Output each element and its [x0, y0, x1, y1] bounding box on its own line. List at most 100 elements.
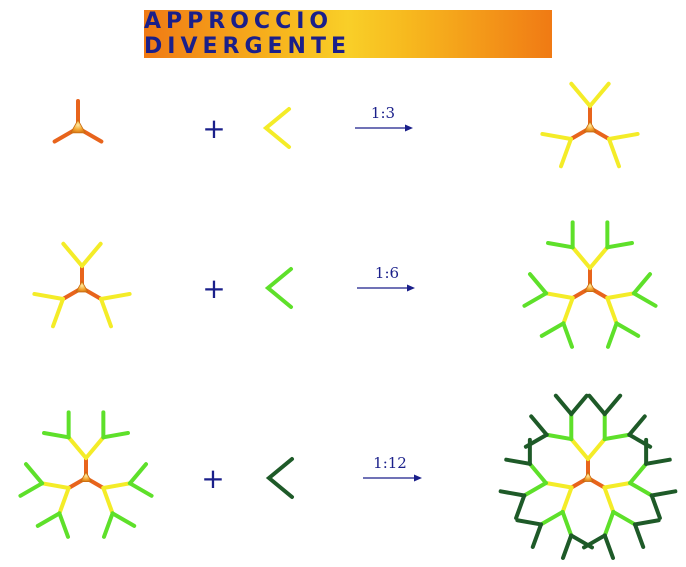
branch-segment	[561, 296, 575, 326]
branch-segment	[539, 509, 565, 527]
branch-segment	[628, 480, 654, 498]
branch-segment	[588, 245, 610, 270]
branch-segment	[632, 522, 646, 549]
branch-segment	[522, 291, 549, 308]
branch-segment	[632, 518, 661, 527]
page-title: APPROCCIO DIVERGENTE	[144, 9, 351, 59]
branch-segment	[504, 457, 532, 466]
branch-segment	[605, 296, 619, 326]
reactant-dendrimer	[18, 410, 154, 539]
branch-segment	[602, 485, 616, 514]
branch-segment	[32, 291, 65, 301]
branch-segment	[101, 430, 130, 440]
branch-segment	[606, 321, 619, 349]
branch-segment	[644, 457, 672, 466]
branch-segment	[40, 481, 71, 490]
branch-segment	[18, 481, 45, 498]
branch-segment	[607, 137, 621, 169]
branch-segment	[560, 485, 574, 514]
branch-segment	[602, 533, 616, 560]
core-triangle	[75, 280, 89, 293]
reactant-dendrimer	[52, 99, 104, 144]
branch-segment	[35, 511, 62, 528]
monomer-wedge	[265, 457, 294, 499]
branch-segment	[546, 240, 575, 250]
branch-segment	[522, 480, 548, 498]
branch-segment	[587, 393, 607, 417]
product-dendrimer	[540, 81, 640, 169]
branch-segment	[529, 414, 549, 437]
reaction-step: + 1:12	[18, 393, 678, 560]
branch-segment	[544, 432, 574, 442]
plus-sign: +	[202, 112, 225, 145]
branch-segment	[602, 509, 616, 538]
branch-segment	[569, 533, 594, 550]
branch-segment	[586, 437, 607, 461]
branch-segment	[127, 462, 148, 486]
branch-segment	[51, 297, 65, 329]
branch-segment	[631, 272, 652, 296]
branch-segment	[588, 81, 611, 108]
monomer-wedge	[262, 107, 291, 149]
core-triangle	[583, 281, 597, 293]
branch-segment	[649, 489, 678, 498]
branch-segment	[605, 291, 636, 300]
branch-segment	[102, 511, 115, 539]
branch-segment	[627, 414, 647, 437]
branch-segment	[569, 393, 589, 417]
branch-segment	[607, 131, 640, 141]
branch-segment	[611, 509, 637, 527]
title-banner: APPROCCIO DIVERGENTE	[144, 9, 552, 59]
plus-sign: +	[202, 272, 225, 305]
core-triangle	[583, 120, 597, 133]
branch-segment	[561, 321, 574, 349]
reaction-arrow-head	[414, 474, 422, 482]
reaction-step: + 1:6	[32, 220, 658, 349]
branch-segment	[569, 437, 590, 461]
reactant-dendrimer	[32, 241, 132, 329]
branch-segment	[560, 509, 574, 538]
branch-segment	[99, 297, 113, 329]
product-dendrimer	[498, 393, 678, 560]
branch-segment	[649, 493, 662, 521]
branch-segment	[544, 291, 575, 300]
branch-segment	[614, 321, 641, 338]
branch-segment	[515, 518, 544, 527]
branch-segment	[514, 493, 527, 521]
ratio-label: 1:3	[371, 104, 395, 122]
branch-segment	[602, 432, 632, 442]
branch-segment	[57, 511, 70, 539]
branch-segment	[101, 486, 115, 516]
branch-segment	[539, 321, 566, 338]
wedge-stroke	[264, 267, 293, 309]
wedge-stroke	[262, 107, 291, 149]
reaction-arrow-head	[407, 284, 415, 292]
product-dendrimer	[522, 220, 658, 349]
branch-segment	[602, 393, 623, 417]
branch-segment	[66, 435, 88, 460]
branch-segment	[84, 435, 106, 460]
branch-segment	[80, 241, 103, 268]
plus-sign: +	[201, 462, 224, 495]
branch-segment	[628, 461, 649, 485]
branch-segment	[559, 137, 573, 169]
wedge-stroke	[265, 457, 294, 499]
branch-segment	[24, 462, 45, 486]
branch-segment	[527, 461, 548, 485]
branch-segment	[110, 511, 137, 528]
ratio-label: 1:6	[375, 264, 399, 282]
core-triangle	[79, 471, 93, 483]
branch-segment	[530, 522, 544, 549]
branch-segment	[570, 245, 592, 270]
branch-segment	[127, 481, 154, 498]
core-triangle	[582, 471, 594, 482]
branch-segment	[57, 486, 71, 516]
branch-segment	[553, 393, 574, 417]
branch-segment	[631, 291, 658, 308]
branch-segment	[602, 480, 633, 490]
ratio-label: 1:12	[373, 454, 407, 472]
branch-segment	[498, 489, 527, 498]
branch-segment	[42, 430, 71, 440]
branch-segment	[605, 240, 634, 250]
